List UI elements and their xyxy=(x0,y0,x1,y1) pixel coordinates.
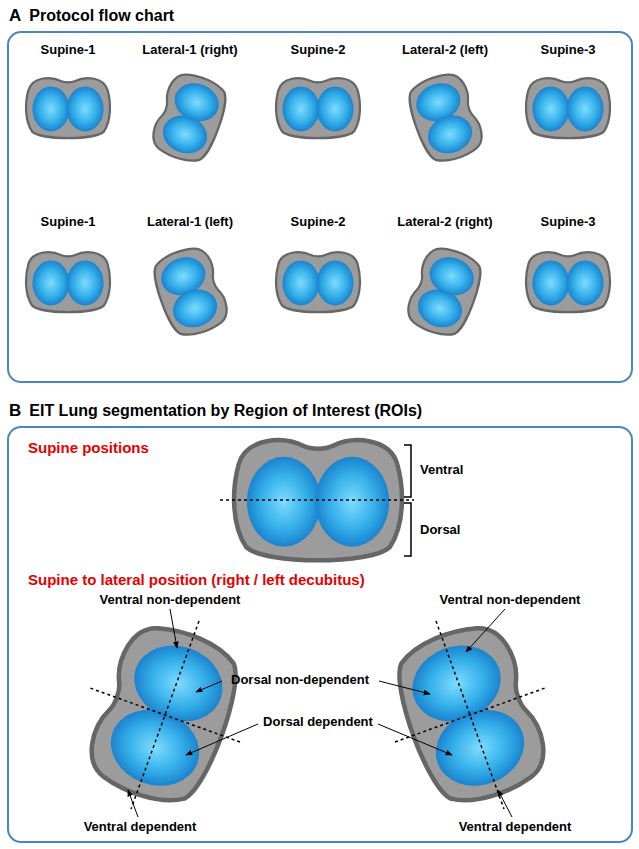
roi-label: Ventral xyxy=(420,463,463,477)
roi-divider xyxy=(90,621,545,809)
panel-title: Protocol flow chart xyxy=(29,7,174,24)
roi-label: Dorsal xyxy=(420,523,460,537)
panel-box: BEIT Lung segmentation by Region of Inte… xyxy=(7,426,633,843)
supine-section xyxy=(276,252,360,312)
roi-label: Ventral non-dependent xyxy=(440,593,581,607)
roi-label: Ventral dependent xyxy=(84,820,197,834)
supine-section xyxy=(26,252,110,312)
roi-label: Supine-1 xyxy=(41,215,96,229)
lateral-section xyxy=(147,242,232,341)
lateral-section xyxy=(80,616,250,815)
roi-label: Supine-3 xyxy=(541,43,596,57)
section-heading: Supine to lateral position (right / left… xyxy=(28,572,365,589)
lateral-section xyxy=(385,616,555,815)
roi-label: Ventral dependent xyxy=(459,820,572,834)
lateral-section xyxy=(148,68,233,167)
roi-label: Supine-2 xyxy=(291,215,346,229)
roi-label: Dorsal non-dependent xyxy=(231,673,369,687)
panel-heading: A Protocol flow chart xyxy=(9,6,174,26)
roi-label: Supine-3 xyxy=(541,215,596,229)
supine-section xyxy=(526,252,610,312)
bracket xyxy=(404,445,411,497)
panel-box: AProtocol flow chart xyxy=(7,31,633,383)
panel-title: EIT Lung segmentation by Region of Inter… xyxy=(29,402,422,419)
supine-section xyxy=(276,78,360,138)
roi-label: Ventral non-dependent xyxy=(100,593,241,607)
section-heading: Supine positions xyxy=(28,440,149,457)
bracket xyxy=(404,503,411,556)
roi-divider xyxy=(220,499,414,501)
leader-line xyxy=(128,609,512,817)
lateral-section xyxy=(403,242,488,341)
lateral-section xyxy=(402,68,487,167)
supine-section xyxy=(526,78,610,138)
roi-label: Supine-1 xyxy=(41,43,96,57)
roi-label: Lateral-2 (left) xyxy=(402,43,488,57)
roi-label: Lateral-2 (right) xyxy=(397,215,492,229)
panel-heading: B EIT Lung segmentation by Region of Inte… xyxy=(9,401,422,421)
roi-label: Lateral-1 (left) xyxy=(147,215,233,229)
panel-letter: A xyxy=(9,6,21,25)
roi-label: Supine-2 xyxy=(291,43,346,57)
roi-label: Lateral-1 (right) xyxy=(142,43,237,57)
panel-letter: B xyxy=(9,401,21,420)
roi-label: Dorsal dependent xyxy=(263,715,373,729)
supine-section xyxy=(26,78,110,138)
